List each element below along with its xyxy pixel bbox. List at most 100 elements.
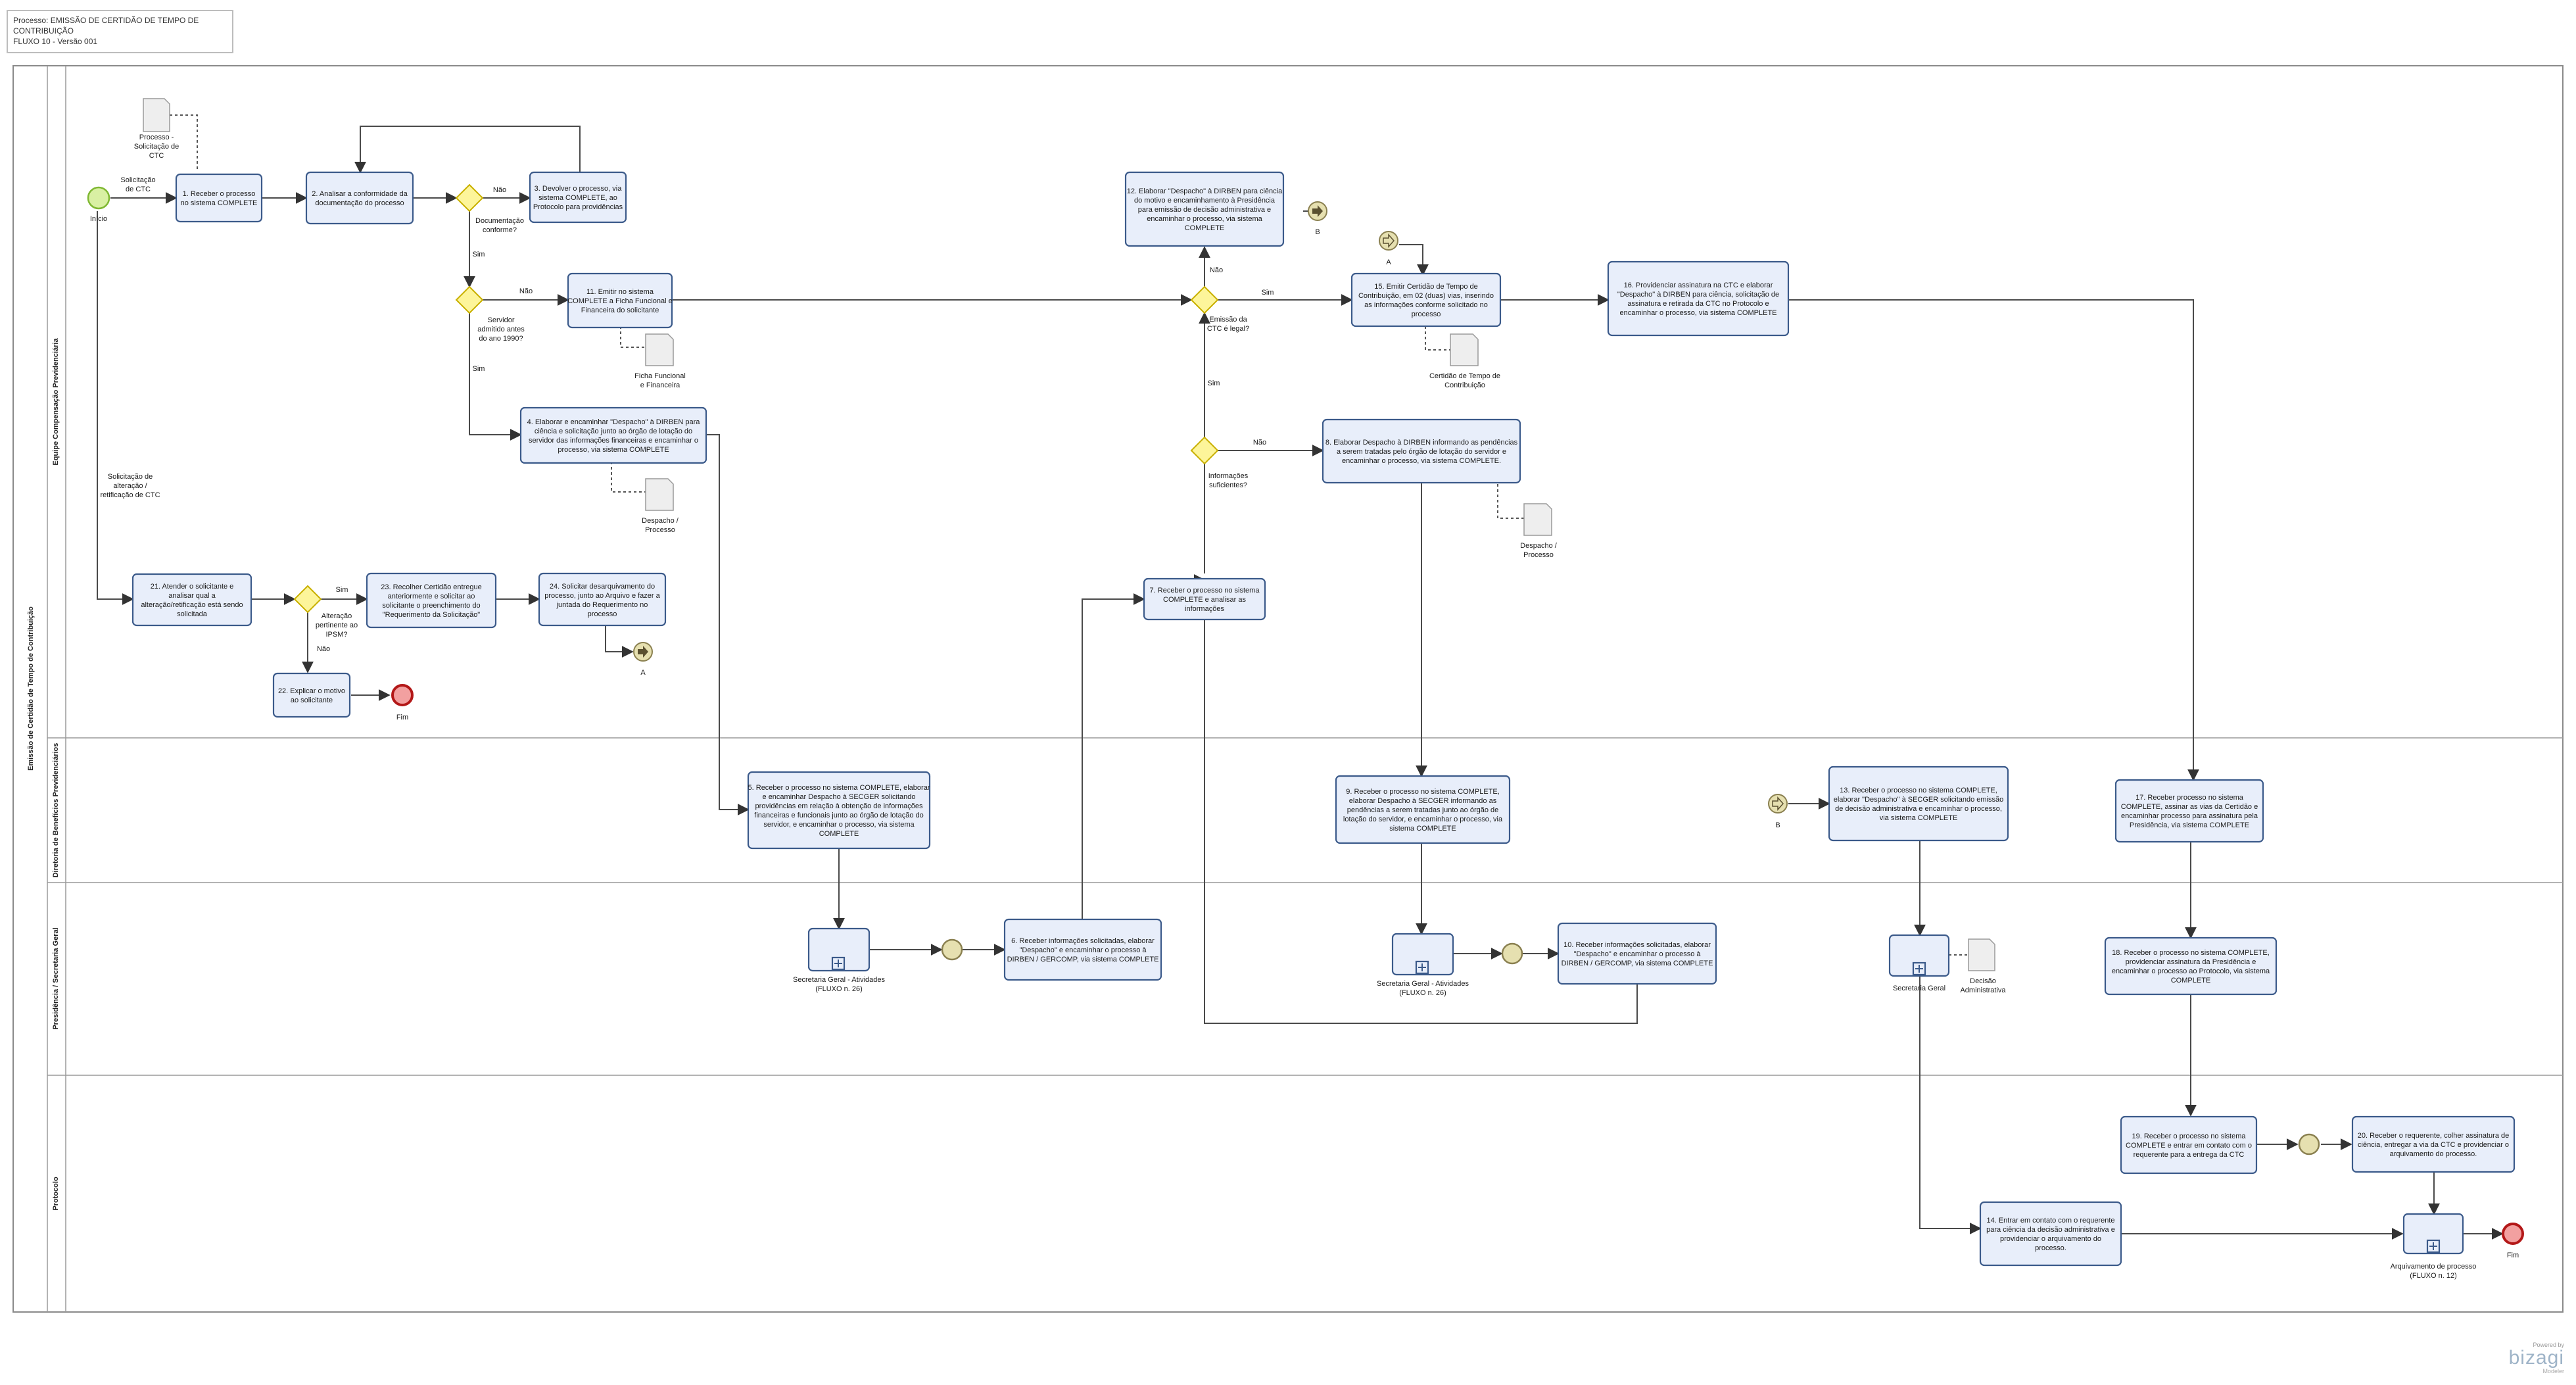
subprocess-arquivamento[interactable] [2402, 1213, 2464, 1255]
link-event-b-throw[interactable] [1308, 201, 1327, 221]
task-label-t18: 18. Receber o processo no sistema COMPLE… [2112, 949, 2270, 984]
document-label-d_desp2: Despacho /Processo [1520, 542, 1558, 559]
task-12[interactable] [1124, 171, 1285, 247]
task-20[interactable] [2351, 1115, 2516, 1173]
task-24[interactable] [538, 572, 667, 627]
task-8[interactable] [1322, 418, 1521, 484]
document-icon [143, 98, 170, 132]
process-version: FLUXO 10 - Versão 001 [13, 37, 98, 46]
start-event[interactable] [87, 186, 110, 210]
task-1[interactable] [175, 173, 263, 223]
end-event-2[interactable] [2502, 1223, 2524, 1245]
gateway-alteracao[interactable] [293, 585, 322, 614]
task-4[interactable] [519, 406, 707, 464]
tasks-layer [131, 171, 2516, 1267]
task-3[interactable] [529, 171, 627, 224]
task-21[interactable] [131, 573, 252, 627]
lane-title-equipe: Equipe Compensação Previdenciária [52, 338, 60, 466]
task-label-t13: 13. Receber o processo no sistema COMPLE… [1834, 787, 2004, 822]
intermediate-event-2[interactable] [1501, 942, 1523, 965]
task-9[interactable] [1335, 775, 1511, 844]
task-18[interactable] [2104, 936, 2278, 996]
lane-title-protocolo: Protocolo [52, 1177, 60, 1211]
gateway-documentacao[interactable] [455, 183, 484, 212]
brand-logo: bizagi [2508, 1347, 2564, 1369]
process-header: Processo: EMISSÃO DE CERTIDÃO DE TEMPO D… [7, 10, 233, 53]
task-label-t9: 9. Receber o processo no sistema COMPLET… [1343, 788, 1503, 833]
task-label-t10: 10. Receber informações solicitadas, ela… [1562, 941, 1713, 967]
task-5[interactable] [747, 771, 931, 850]
task-16[interactable] [1607, 260, 1790, 337]
document-label-d_desp1: Despacho /Processo [642, 517, 679, 534]
brand-powered: Powered by [2533, 1342, 2564, 1348]
end-event-1[interactable] [391, 684, 414, 706]
document-icon [1523, 503, 1552, 536]
task-19[interactable] [2120, 1115, 2258, 1175]
edge-label-sim-8: Sim [1262, 289, 1274, 297]
edge-label-nao-1: Não [519, 287, 533, 295]
gateway-emissao[interactable] [1190, 285, 1219, 314]
node-label-end1: Fim [396, 714, 408, 721]
gateway-informacoes[interactable] [1190, 436, 1219, 465]
intermediate-event-3[interactable] [2298, 1133, 2320, 1155]
task-label-t12: 12. Elaborar "Despacho" à DIRBEN para ci… [1127, 187, 1283, 232]
node-label-linkB2: B [1775, 821, 1780, 829]
gateways-layer [293, 183, 1219, 614]
task-11[interactable] [567, 272, 673, 329]
subprocess-secretaria-2[interactable] [1391, 933, 1454, 976]
link-event-b-catch[interactable] [1768, 794, 1788, 814]
edge-label-sim-7: Sim [1208, 379, 1220, 387]
task-2[interactable] [305, 171, 414, 225]
node-label-sp2: Secretaria Geral - Atividades(FLUXO n. 2… [1377, 980, 1469, 997]
task-7[interactable] [1143, 577, 1266, 621]
task-label-t20: 20. Receber o requerente, colher assinat… [2358, 1132, 2510, 1158]
link-event-a-catch[interactable] [1379, 231, 1398, 251]
sequence-flows [97, 114, 2504, 1240]
document-icon [645, 478, 674, 511]
task-label-t5: 5. Receber o processo no sistema COMPLET… [748, 784, 930, 838]
task-10[interactable] [1557, 922, 1717, 985]
node-label-sp3: Secretaria Geral [1893, 984, 1945, 992]
node-label-linkB1: B [1315, 228, 1320, 236]
task-13[interactable] [1828, 765, 2009, 842]
subprocess-secretaria-1[interactable] [807, 927, 871, 972]
node-label-linkA2: A [1386, 258, 1391, 266]
edge-label-nao-3: Não [1253, 439, 1266, 447]
gateway-servidor[interactable] [455, 285, 484, 314]
lane-title-presidencia: Presidência / Secretaria Geral [52, 927, 60, 1029]
pool-title: Emissão de Certidão de Tempo de Contribu… [27, 606, 35, 771]
task-14[interactable] [1979, 1201, 2122, 1267]
link-event-a-throw[interactable] [633, 642, 653, 662]
node-label-end2: Fim [2507, 1251, 2519, 1259]
task-15[interactable] [1350, 272, 1502, 328]
task-22[interactable] [272, 672, 351, 718]
task-6[interactable] [1003, 918, 1162, 981]
node-label-sp1: Secretaria Geral - Atividades(FLUXO n. 2… [793, 976, 886, 993]
node-label-sp4: Arquivamento de processo(FLUXO n. 12) [2391, 1263, 2477, 1280]
subprocess-secretaria-geral[interactable] [1888, 934, 1950, 977]
edge-label-sim-5: Sim [473, 365, 485, 373]
task-23[interactable] [366, 572, 497, 629]
task-17[interactable] [2114, 779, 2264, 843]
lane-title-diretoria: Diretoria de Benefícios Previdenciários [52, 743, 60, 878]
intermediate-event-1[interactable] [941, 938, 963, 961]
process-title: Processo: EMISSÃO DE CERTIDÃO DE TEMPO D… [13, 16, 199, 36]
